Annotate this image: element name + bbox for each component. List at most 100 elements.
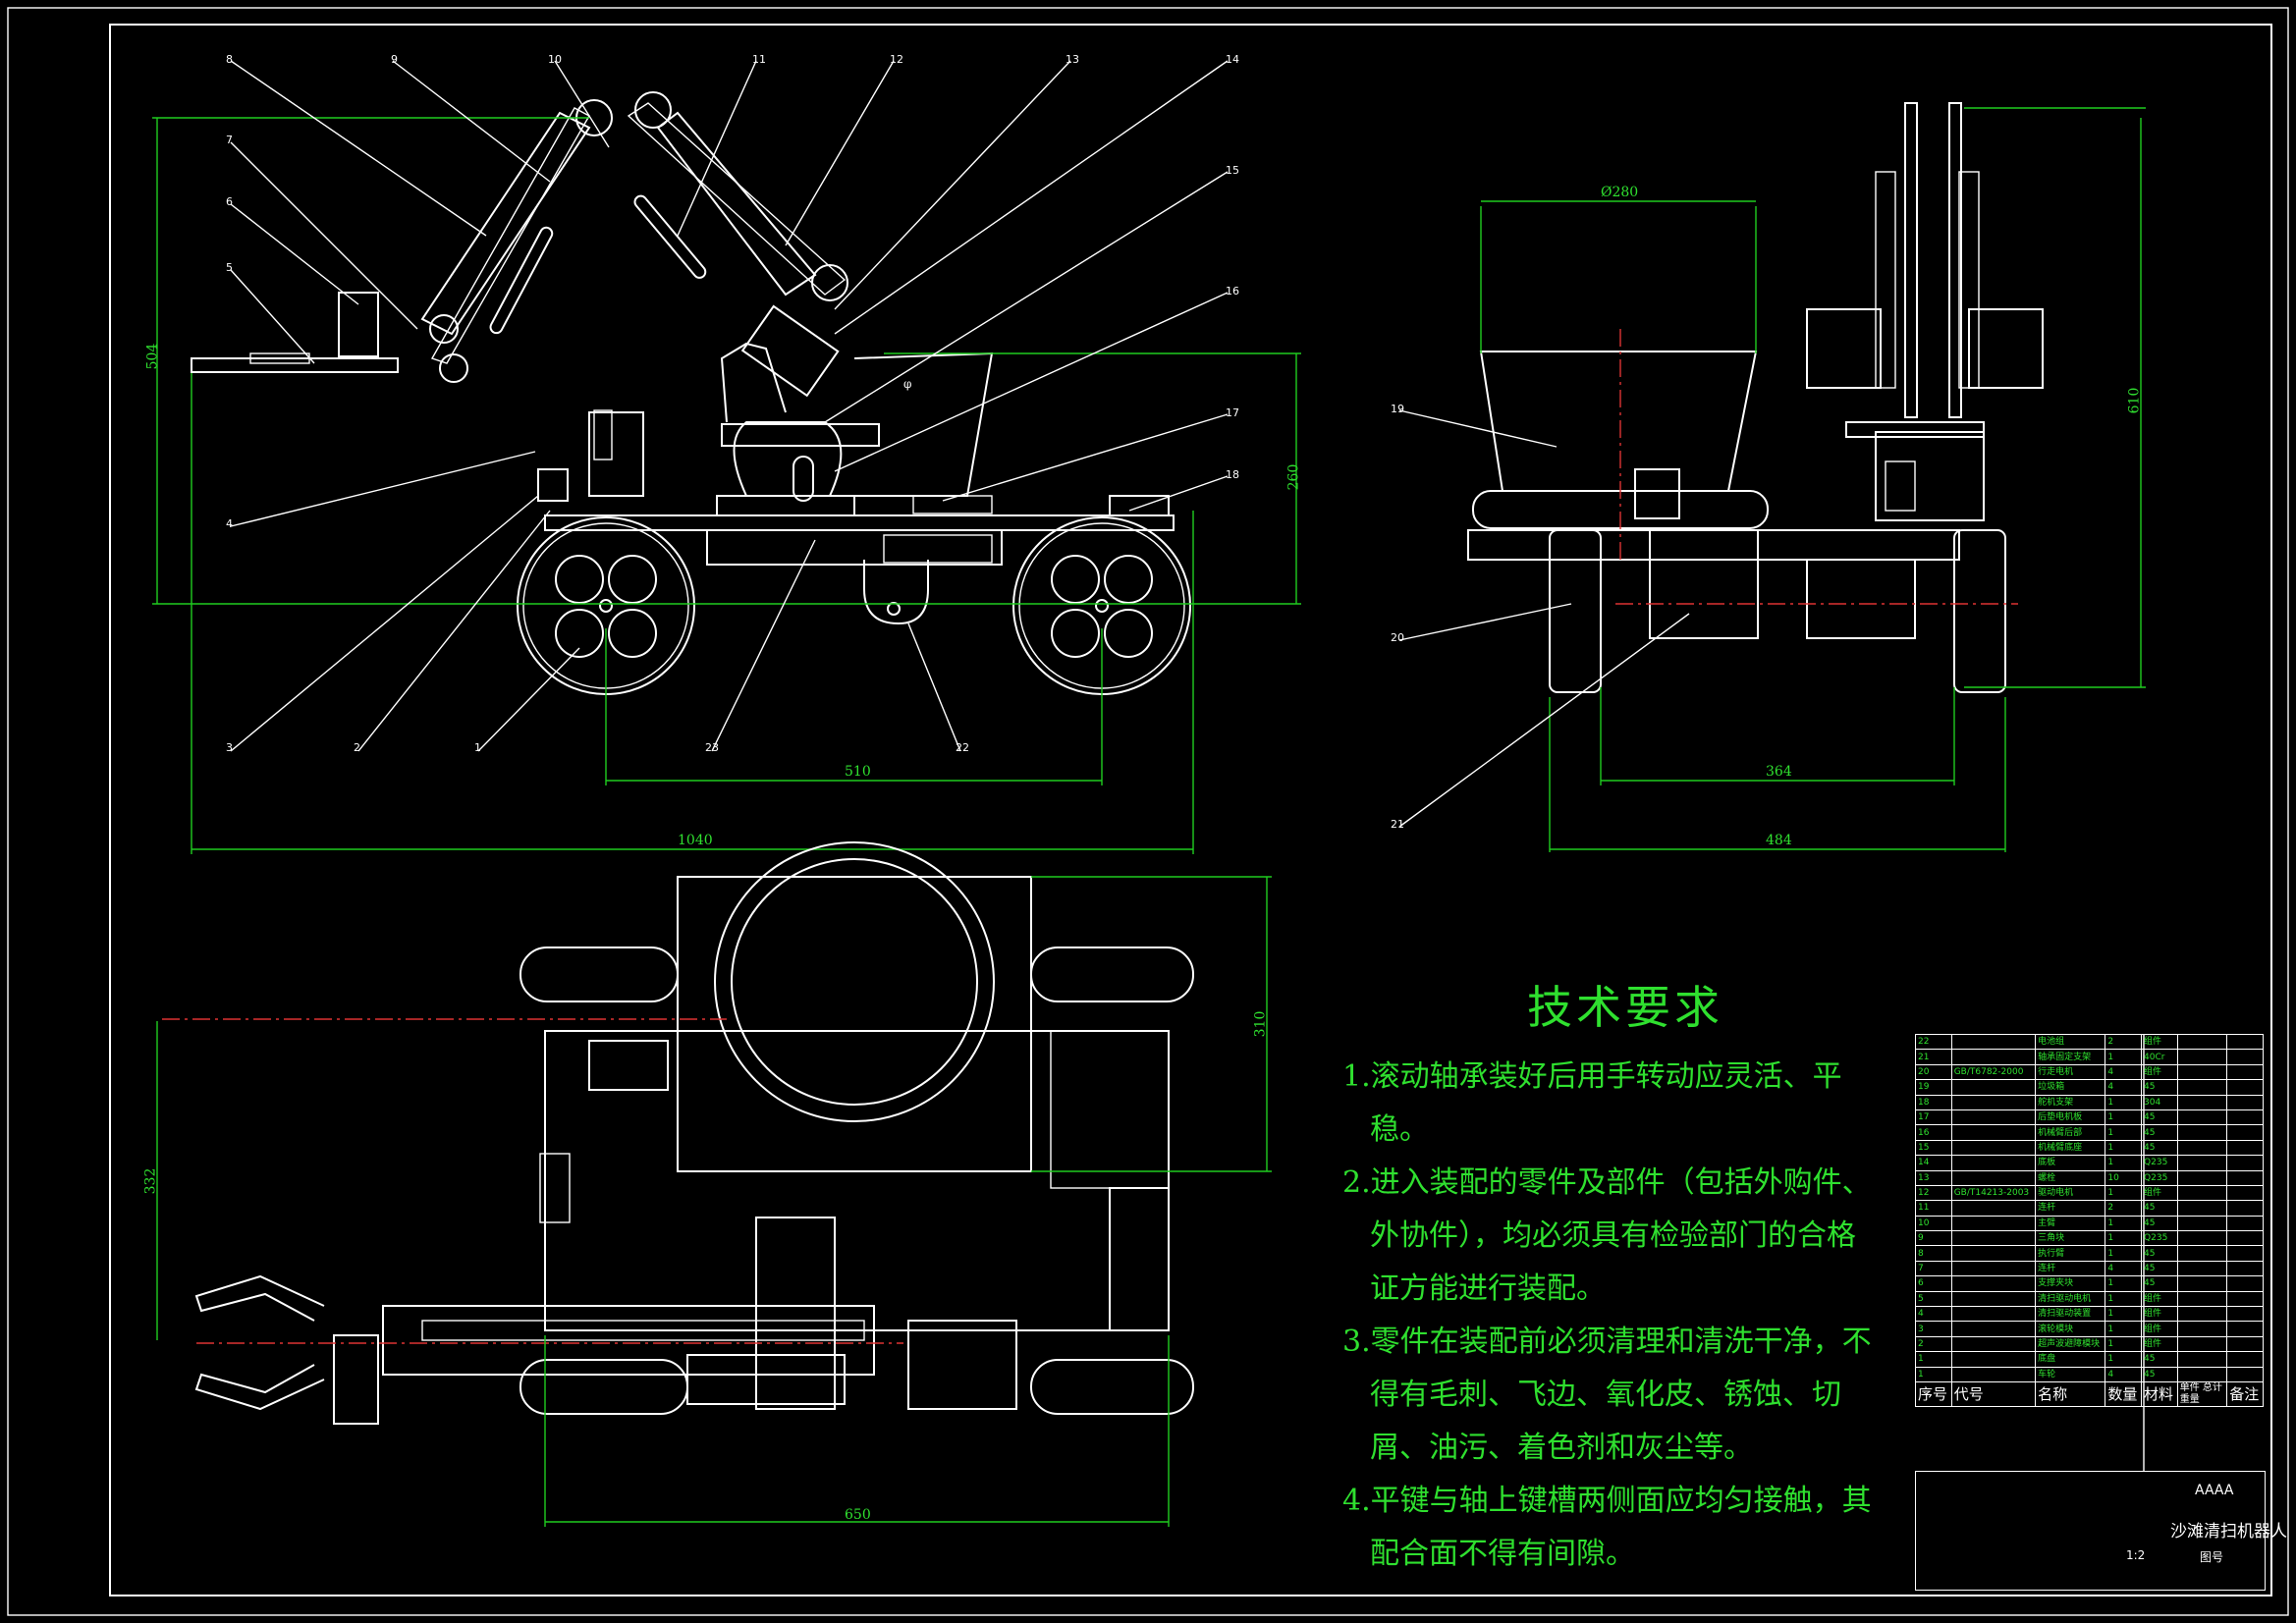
balloon: 12 [890, 53, 903, 66]
bom-cell [2226, 1124, 2264, 1141]
bom-cell [2176, 1063, 2228, 1081]
note-item: 3.零件在装配前必须清理和清洗干净，不得有毛刺、飞边、氧化皮、锈蚀、切屑、油污、… [1342, 1325, 1872, 1465]
bom-cell: Q235 [2141, 1230, 2178, 1247]
bom-header: 数量 [2105, 1380, 2143, 1407]
bom-cell: 1 [2105, 1155, 2143, 1171]
bom-cell [1950, 1124, 2037, 1141]
bom-cell [2176, 1109, 2228, 1126]
svg-text:φ: φ [903, 377, 911, 391]
bom-cell [2226, 1094, 2264, 1110]
bom-header-row: 序号 代号 名称 数量 材料 单件 总计 重量 备注 [1915, 1380, 2264, 1407]
bom-cell: 19 [1915, 1079, 1952, 1096]
bom-cell: 2 [2105, 1200, 2143, 1217]
bom-cell: 20 [1915, 1063, 1952, 1081]
bom-cell [1950, 1351, 2037, 1368]
technical-notes: 1.滚动轴承装好后用手转动应灵活、平稳。 2.进入装配的零件及部件（包括外购件、… [1342, 1051, 1878, 1581]
balloon: 6 [226, 195, 233, 208]
balloon: 15 [1226, 164, 1239, 177]
bom-cell [2176, 1351, 2228, 1368]
balloon: 3 [226, 741, 233, 754]
balloon: 1 [474, 741, 481, 754]
bom-cell [1950, 1321, 2037, 1337]
bom-cell [1950, 1290, 2037, 1308]
bom-header: 材料 [2141, 1380, 2178, 1407]
bom-cell: Q235 [2141, 1169, 2178, 1186]
bom-cell: 机械臂后部 [2035, 1124, 2106, 1141]
bom-cell: 45 [2141, 1124, 2178, 1141]
note-item: 1.滚动轴承装好后用手转动应灵活、平稳。 [1342, 1059, 1842, 1147]
bom-cell [1950, 1094, 2037, 1110]
side-view [1398, 102, 2146, 852]
bom-cell: 机械臂底座 [2035, 1139, 2106, 1157]
bom-cell: 1 [2105, 1245, 2143, 1262]
bom-cell [2176, 1169, 2228, 1186]
bom-cell [1950, 1049, 2037, 1065]
bom-cell [2176, 1215, 2228, 1232]
bom-cell: 1 [2105, 1275, 2143, 1292]
bom-cell [1950, 1215, 2037, 1232]
bom-cell [2226, 1366, 2264, 1382]
bom-cell: 垃圾箱 [2035, 1079, 2106, 1096]
bom-cell: 45 [2141, 1079, 2178, 1096]
bom-cell [2176, 1124, 2228, 1141]
bom-cell: 1 [2105, 1215, 2143, 1232]
balloon: 18 [1226, 468, 1239, 481]
bom-cell [2226, 1049, 2264, 1065]
bom-cell: 7 [1915, 1260, 1952, 1277]
bom-cell: 22 [1915, 1033, 1952, 1051]
bom-cell [2226, 1139, 2264, 1157]
dim-top-height: 310 [1252, 1010, 1269, 1038]
balloon: 14 [1226, 53, 1239, 66]
balloon: 8 [226, 53, 233, 66]
title-block-name: 沙滩清扫机器人 [2170, 1522, 2287, 1542]
bom-cell [2176, 1230, 2228, 1247]
bom-cell: 11 [1915, 1200, 1952, 1217]
bom-cell: 45 [2141, 1366, 2178, 1382]
bom-header: 单件 [2179, 1381, 2200, 1393]
bom-cell: 13 [1915, 1169, 1952, 1186]
bom-cell: 3 [1915, 1321, 1952, 1337]
bom-cell: 12 [1915, 1184, 1952, 1202]
dim-wheelbase: 510 [845, 764, 871, 780]
bom-cell [1950, 1033, 2037, 1051]
bom-cell [2226, 1230, 2264, 1247]
bom-cell [2176, 1366, 2228, 1382]
bom-header: 序号 [1915, 1380, 1952, 1407]
bom-cell: 组件 [2141, 1335, 2178, 1353]
inner-frame [109, 24, 2272, 1596]
bom-cell [2226, 1321, 2264, 1337]
bom-header: 总计 [2202, 1381, 2222, 1393]
balloon: 13 [1066, 53, 1079, 66]
bom-cell: GB/T14213-2003 [1950, 1184, 2037, 1202]
notes-title: 技术要求 [1527, 981, 1723, 1034]
bom-cell: 1 [2105, 1306, 2143, 1323]
bom-cell: 螺栓 [2035, 1169, 2106, 1186]
bom-cell [1950, 1079, 2037, 1096]
bom-cell: 14 [1915, 1155, 1952, 1171]
bom-cell: 40Cr [2141, 1049, 2178, 1065]
bom-cell [2176, 1049, 2228, 1065]
bom-cell [1950, 1155, 2037, 1171]
bom-cell: 2 [2105, 1033, 2143, 1051]
bom-cell: 16 [1915, 1124, 1952, 1141]
bom-cell: 1 [2105, 1230, 2143, 1247]
bom-cell: 后垫电机板 [2035, 1109, 2106, 1126]
bom-cell: 45 [2141, 1139, 2178, 1157]
bom-cell [1950, 1275, 2037, 1292]
balloon: 20 [1391, 631, 1404, 644]
bom-cell: 45 [2141, 1215, 2178, 1232]
bom-cell: GB/T6782-2000 [1950, 1063, 2037, 1081]
